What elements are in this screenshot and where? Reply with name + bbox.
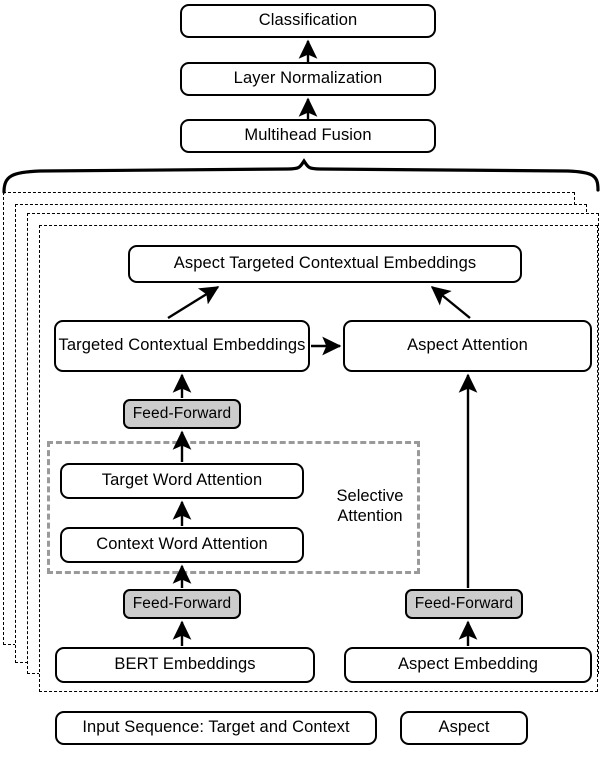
node-label: Feed-Forward xyxy=(132,405,232,423)
node-classification[interactable]: Classification xyxy=(180,4,436,38)
node-aspect-embedding[interactable]: Aspect Embedding xyxy=(344,647,592,683)
node-label: Aspect xyxy=(438,718,490,737)
node-label: Aspect Targeted Contextual Embeddings xyxy=(173,254,477,273)
selective-attention-group xyxy=(47,441,420,574)
node-label: Feed-Forward xyxy=(132,595,232,613)
node-label: BERT Embeddings xyxy=(114,655,256,674)
node-label: Aspect Embedding xyxy=(397,655,539,674)
node-feed-forward-lower-right[interactable]: Feed-Forward xyxy=(405,589,523,619)
node-label: Multihead Fusion xyxy=(244,126,372,145)
node-input-sequence[interactable]: Input Sequence: Target and Context xyxy=(55,711,377,745)
node-label: Targeted Contextual Embeddings xyxy=(58,336,306,355)
node-aspect-attention[interactable]: Aspect Attention xyxy=(343,320,592,372)
selective-attention-label-line2: Attention xyxy=(337,506,403,525)
node-target-word-attention[interactable]: Target Word Attention xyxy=(60,463,304,499)
node-aspect-targeted-contextual-embeddings[interactable]: Aspect Targeted Contextual Embeddings xyxy=(128,245,522,283)
node-label: Context Word Attention xyxy=(96,535,268,554)
node-layer-normalization[interactable]: Layer Normalization xyxy=(180,62,436,96)
node-feed-forward-upper-left[interactable]: Feed-Forward xyxy=(123,399,241,429)
node-label: Input Sequence: Target and Context xyxy=(82,718,350,737)
selective-attention-label: Selective Attention xyxy=(318,487,422,527)
selective-attention-label-line1: Selective xyxy=(336,487,404,505)
node-label: Classification xyxy=(258,11,358,30)
node-targeted-contextual-embeddings[interactable]: Targeted Contextual Embeddings xyxy=(54,320,310,372)
node-multihead-fusion[interactable]: Multihead Fusion xyxy=(180,119,436,153)
node-context-word-attention[interactable]: Context Word Attention xyxy=(60,527,304,563)
node-bert-embeddings[interactable]: BERT Embeddings xyxy=(55,647,315,683)
node-aspect-input[interactable]: Aspect xyxy=(400,711,528,745)
node-label: Feed-Forward xyxy=(414,595,514,613)
node-label: Target Word Attention xyxy=(101,471,263,490)
node-feed-forward-lower-left[interactable]: Feed-Forward xyxy=(123,589,241,619)
node-label: Aspect Attention xyxy=(407,336,528,355)
node-label: Layer Normalization xyxy=(233,69,383,88)
